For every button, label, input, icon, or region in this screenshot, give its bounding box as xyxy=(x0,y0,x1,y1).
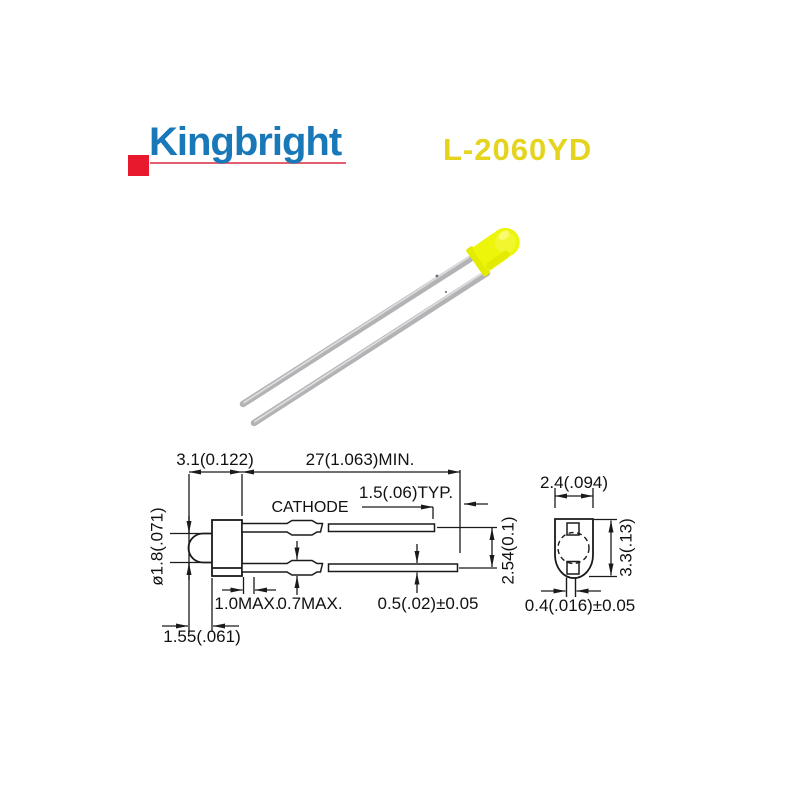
dome-dashed-circle xyxy=(557,531,590,565)
dim-label-lead-pitch: 2.54(0.1) xyxy=(498,516,518,585)
dim-label-body-width: 2.4(.094) xyxy=(539,473,609,492)
dim-label-lead-width: 0.4(.016)±0.05 xyxy=(524,596,636,615)
end-view-outline xyxy=(554,518,594,579)
lead-speck xyxy=(435,274,439,278)
dim-label-standoff-1: 1.0MAX. xyxy=(214,594,280,613)
side-view-leads xyxy=(241,519,459,576)
end-view-dimensions xyxy=(541,488,617,594)
dim-label-body-height: 3.3(.13) xyxy=(616,518,636,577)
anode-lead-section xyxy=(566,560,580,575)
side-view-body xyxy=(187,519,243,577)
dim-label-body-length: 3.1(0.122) xyxy=(176,450,254,469)
side-view-dimensions xyxy=(162,469,497,632)
logo-underline xyxy=(150,162,346,164)
part-number: L-2060YD xyxy=(443,132,593,167)
cathode-label: CATHODE xyxy=(271,499,349,516)
cathode-lead-section xyxy=(566,522,580,536)
end-view-drawing xyxy=(541,488,617,597)
dim-label-tip-length: 1.55(.061) xyxy=(163,627,241,646)
anode-lead-inner xyxy=(241,559,324,576)
cathode-lead-inner xyxy=(241,519,324,536)
logo-text: Kingbright xyxy=(149,120,342,164)
cathode-lead-outer xyxy=(327,523,436,533)
lead-speck xyxy=(444,290,448,294)
dim-label-tip-typ: 1.5(.06)TYP. xyxy=(358,483,454,502)
dim-label-lead-length: 27(1.063)MIN. xyxy=(305,450,415,469)
anode-lead-outer xyxy=(327,563,459,573)
end-view-body xyxy=(554,518,594,597)
led-photo xyxy=(239,227,520,427)
led-photo-leads xyxy=(239,255,491,427)
dim-label-dome-diameter: ø1.8(.071) xyxy=(147,507,167,586)
dim-label-lead-thickness: 0.5(.02)±0.05 xyxy=(377,594,479,613)
side-view-drawing xyxy=(162,469,497,632)
epoxy-dome xyxy=(187,532,212,564)
package-body xyxy=(211,519,243,577)
kingbright-logo: Kingbright xyxy=(125,118,385,188)
logo-red-square xyxy=(128,155,149,176)
led-photo-body xyxy=(466,227,520,277)
dim-label-standoff-2: 0.7MAX. xyxy=(277,594,343,613)
